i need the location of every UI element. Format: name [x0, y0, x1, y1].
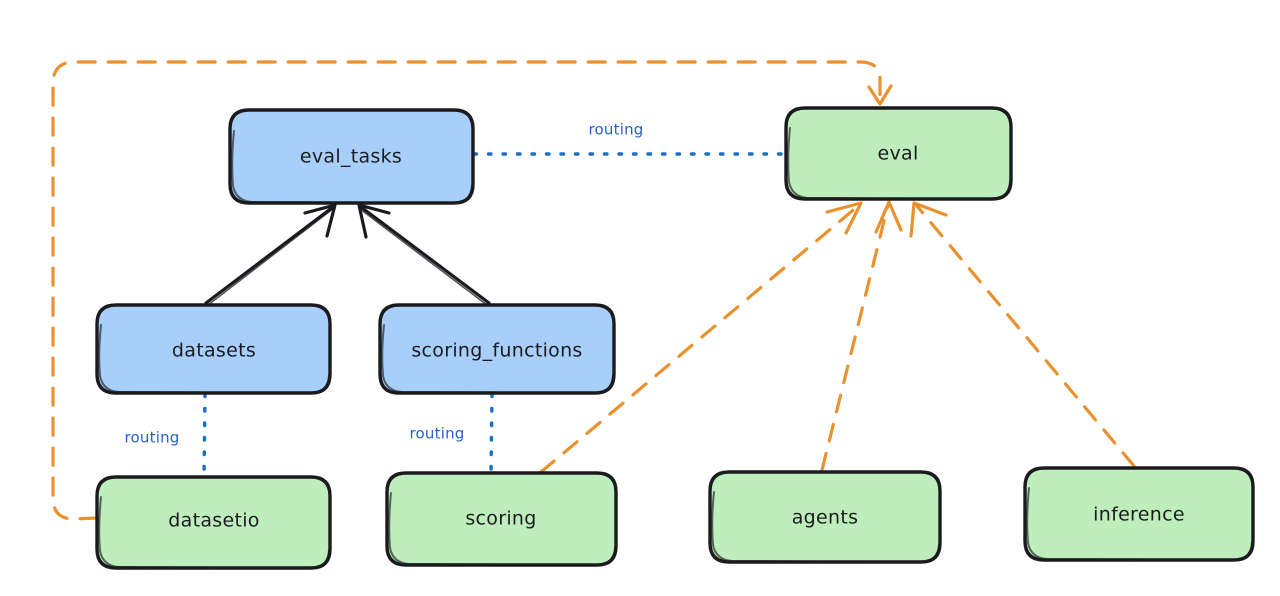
node-layer: eval_tasks eval datasets scoring_functio… — [95, 106, 1255, 570]
node-scoring[interactable]: scoring — [385, 471, 618, 567]
node-scoring-functions[interactable]: scoring_functions — [378, 303, 616, 395]
node-datasetio[interactable]: datasetio — [95, 475, 332, 570]
node-eval[interactable]: eval — [784, 106, 1013, 201]
edge-datasetio-to-eval — [51, 60, 893, 521]
edge-label-layer: routing routing routing — [125, 121, 644, 447]
edge-layer — [51, 60, 1136, 521]
node-inference[interactable]: inference — [1023, 466, 1255, 562]
edge-scoringfunctions-to-scoring — [489, 392, 494, 475]
node-agents[interactable]: agents — [708, 470, 942, 564]
node-label-inference: inference — [1093, 504, 1185, 526]
node-label-datasets: datasets — [172, 340, 256, 362]
edge-agents-to-eval — [820, 200, 903, 472]
node-label-scoring: scoring — [465, 508, 536, 530]
node-eval-tasks[interactable]: eval_tasks — [228, 108, 475, 205]
edge-datasets-to-datasetio — [202, 392, 207, 479]
node-label-scoring-functions: scoring_functions — [411, 340, 582, 362]
edge-label-routing-evaltasks-eval: routing — [589, 121, 644, 139]
edge-label-routing-scoringfunctions-scoring: routing — [410, 425, 465, 443]
node-label-eval: eval — [877, 143, 918, 165]
edge-datasets-to-evaltasks — [204, 203, 337, 306]
edge-scoringfunctions-to-evaltasks — [357, 203, 491, 306]
node-datasets[interactable]: datasets — [95, 303, 332, 395]
node-label-datasetio: datasetio — [168, 510, 259, 532]
edge-inference-to-eval — [909, 201, 1136, 468]
edge-scoring-to-eval — [539, 201, 863, 474]
node-label-eval-tasks: eval_tasks — [300, 146, 402, 168]
node-label-agents: agents — [792, 507, 859, 529]
edge-label-routing-datasets-datasetio: routing — [125, 429, 180, 447]
